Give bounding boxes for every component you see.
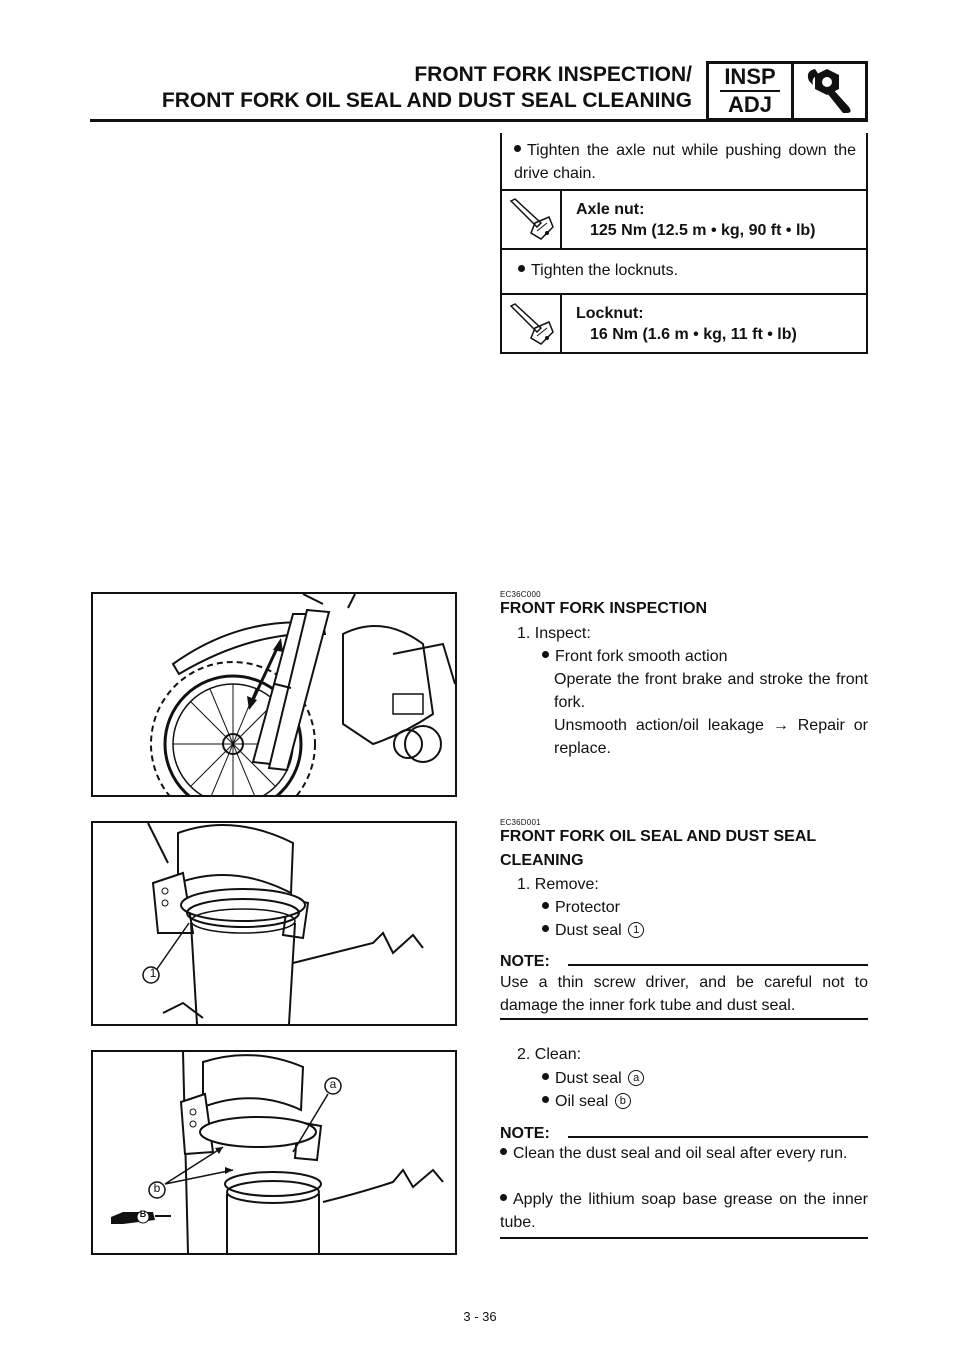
step-remove: 1. Remove:: [517, 876, 599, 893]
section-code: EC36D001: [500, 818, 541, 827]
section-code: EC36C000: [500, 590, 541, 599]
note-rule-top: [568, 964, 868, 966]
locknut-label: Locknut:: [576, 305, 644, 322]
bullet-item: Dust seal 1: [542, 919, 645, 942]
note-item: Clean the dust seal and oil seal after e…: [500, 1142, 868, 1165]
oil-seal-text: Oil seal: [555, 1093, 609, 1110]
badge-text: INSP ADJ: [709, 64, 794, 118]
protector-text: Protector: [555, 899, 620, 916]
figure-callout-a: a: [329, 1077, 337, 1091]
bullet-dot: [542, 925, 549, 933]
badge-bottom-label: ADJ: [727, 92, 772, 117]
axle-instruction-text: Tighten the axle nut while pushing down …: [514, 142, 856, 182]
torque-spec-box: Tighten the axle nut while pushing down …: [500, 133, 868, 354]
inspection-result: Unsmooth action/oil leakage → Repair or …: [554, 717, 868, 757]
note-rule-bottom: [500, 1237, 868, 1239]
locknut-value: 16 Nm (1.6 m • kg, 11 ft • lb): [590, 326, 797, 343]
header-rule: [90, 119, 868, 122]
figure-callout-1: 1: [149, 966, 157, 980]
torque-wrench-icon: [502, 191, 562, 248]
step-inspect: 1. Inspect:: [517, 625, 591, 642]
step-clean: 2. Clean:: [517, 1046, 582, 1063]
torque-wrench-icon: [502, 295, 562, 354]
bullet-dot: [500, 1148, 507, 1156]
bullet-dot: [500, 1194, 507, 1202]
note-label: NOTE:: [500, 1125, 550, 1142]
figure-dust-seal-removal: 1: [91, 821, 457, 1026]
callout-b: b: [614, 1092, 631, 1109]
note-text: Use a thin screw driver, and be careful …: [500, 974, 868, 1014]
bullet-dot: [514, 145, 521, 153]
badge-divider: [720, 90, 780, 92]
section-badge: INSP ADJ: [706, 61, 868, 121]
bullet-dot: [542, 902, 549, 910]
bullet-dot: [542, 651, 549, 659]
bullet-dot: [542, 1073, 549, 1081]
spec-row-locknut-torque: Locknut: 16 Nm (1.6 m • kg, 11 ft • lb): [502, 295, 866, 354]
figure-seal-cleaning: a b B: [91, 1050, 457, 1255]
callout-1: 1: [628, 921, 645, 938]
spec-row-axle-torque: Axle nut: 125 Nm (12.5 m • kg, 90 ft • l…: [502, 191, 866, 250]
grease-icon-label: B: [139, 1209, 147, 1219]
section-heading: FRONT FORK OIL SEAL AND DUST SEAL CLEANI…: [500, 828, 816, 869]
note-label: NOTE:: [500, 953, 550, 970]
inspection-instruction: Operate the front brake and stroke the f…: [554, 671, 868, 711]
figure-front-fork-motorcycle: [91, 592, 457, 827]
bullet-item: Front fork smooth action: [542, 645, 728, 668]
bullet-item: Oil seal b: [542, 1090, 631, 1113]
axle-nut-label: Axle nut:: [576, 201, 645, 218]
locknut-instruction-text: Tighten the locknuts.: [531, 262, 679, 279]
page-title-line2: FRONT FORK OIL SEAL AND DUST SEAL CLEANI…: [161, 89, 692, 112]
page-title-line1: FRONT FORK INSPECTION/: [414, 63, 692, 86]
note-rule-bottom: [500, 1018, 868, 1020]
wrench-icon: [794, 64, 865, 118]
note-item: Apply the lithium soap base grease on th…: [500, 1188, 868, 1234]
badge-top-label: INSP: [724, 64, 776, 89]
section-heading: FRONT FORK INSPECTION: [500, 600, 708, 617]
note-rule-top: [568, 1136, 868, 1138]
page-number: 3 - 36: [463, 1309, 497, 1324]
figure-callout-b: b: [153, 1181, 161, 1195]
note-text-grease: Apply the lithium soap base grease on th…: [500, 1191, 868, 1231]
callout-a: a: [628, 1069, 645, 1086]
bullet-dot: [518, 265, 525, 273]
bullet-item: Protector: [542, 896, 620, 919]
spec-row-locknut-instruction: Tighten the locknuts.: [502, 250, 866, 295]
note-text-clean: Clean the dust seal and oil seal after e…: [513, 1145, 848, 1162]
fork-action-text: Front fork smooth action: [555, 648, 728, 665]
bullet-dot: [542, 1096, 549, 1104]
dust-seal-text: Dust seal: [555, 1070, 622, 1087]
dust-seal-text: Dust seal: [555, 922, 622, 939]
spec-row-axle-instruction: Tighten the axle nut while pushing down …: [502, 133, 866, 191]
bullet-item: Dust seal a: [542, 1067, 645, 1090]
axle-nut-value: 125 Nm (12.5 m • kg, 90 ft • lb): [590, 222, 816, 239]
